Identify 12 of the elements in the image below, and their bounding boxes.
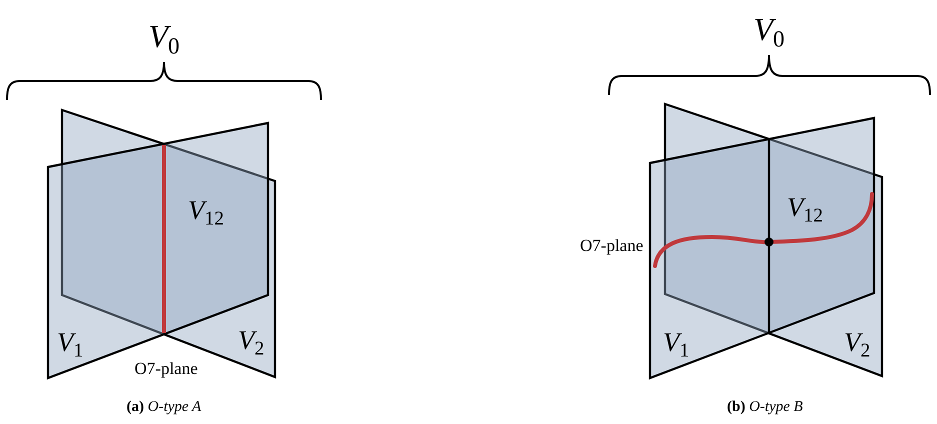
math-label: V$_{12}$ — [787, 194, 823, 220]
figure-caption: (a) O-type A — [126, 400, 202, 414]
math-label: V$_{2}$ — [238, 326, 264, 354]
math-label: V$_{1}$ — [663, 328, 690, 356]
math-label: V$_{12}$ — [188, 196, 224, 224]
math-label: V$_{0}$ — [148, 20, 180, 52]
math-label: V$_{2}$ — [844, 328, 870, 356]
plane-label: O7-plane — [134, 360, 198, 376]
math-label: V$_{0}$ — [754, 13, 785, 45]
plane-label: O7-plane — [580, 236, 644, 254]
figure-caption: (b) O-type B — [727, 400, 803, 414]
math-label: V$_{1}$ — [57, 328, 84, 356]
